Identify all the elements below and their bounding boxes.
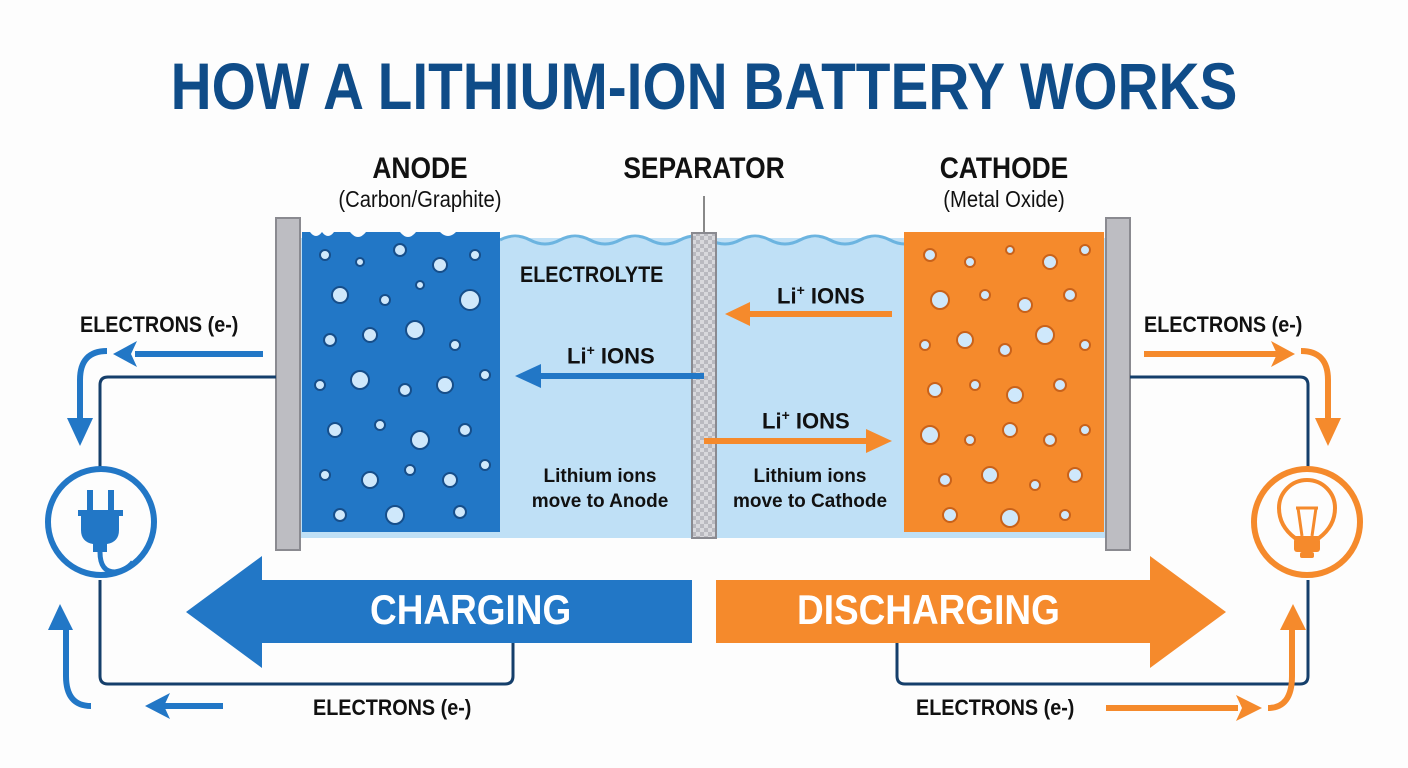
cathode-current-collector [1105,217,1131,551]
light-bulb-icon [1251,466,1363,578]
ion-arrow-cathode-to-separator [725,302,892,326]
separator-label: SEPARATOR [623,152,785,185]
electrons-label-bottom-left: ELECTRONS (e-) [313,695,472,720]
ion-label-discharge-top: Li+ IONS [777,282,865,309]
anode-material: (Carbon/Graphite) [338,186,502,212]
anode-block [302,232,500,532]
electrolyte-label: ELECTROLYTE [520,262,664,287]
cathode-material: (Metal Oxide) [943,186,1065,212]
discharging-label: DISCHARGING [797,586,1060,633]
separator-header: SEPARATOR [604,152,804,186]
ion-label-charge: Li+ IONS [567,342,655,369]
charging-arrow [186,556,692,668]
ion-arrow-to-cathode [704,429,892,453]
electron-flow-arrows-right [1106,348,1331,711]
electron-flow-arrows-left [63,348,263,709]
cathode-label: CATHODE [939,152,1069,185]
electrons-label-bottom-right: ELECTRONS (e-) [916,695,1075,720]
ion-label-discharge-low: Li+ IONS [762,407,850,434]
anode-current-collector [275,217,301,551]
discharging-arrow [716,556,1226,668]
cathode-block [904,232,1104,532]
electrons-label-top-right: ELECTRONS (e-) [1144,312,1303,337]
ion-arrow-to-anode [515,364,704,388]
charging-label: CHARGING [370,586,572,633]
anode-label: ANODE [372,152,468,185]
external-circuit-wires [98,375,1310,686]
anode-header: ANODE (Carbon/Graphite) [320,152,520,213]
separator-membrane [691,196,717,539]
page-title: HOW A LITHIUM-ION BATTERY WORKS [170,49,1238,123]
electrons-label-top-left: ELECTRONS (e-) [80,312,239,337]
power-plug-icon [45,466,157,578]
cathode-header: CATHODE (Metal Oxide) [904,152,1104,213]
